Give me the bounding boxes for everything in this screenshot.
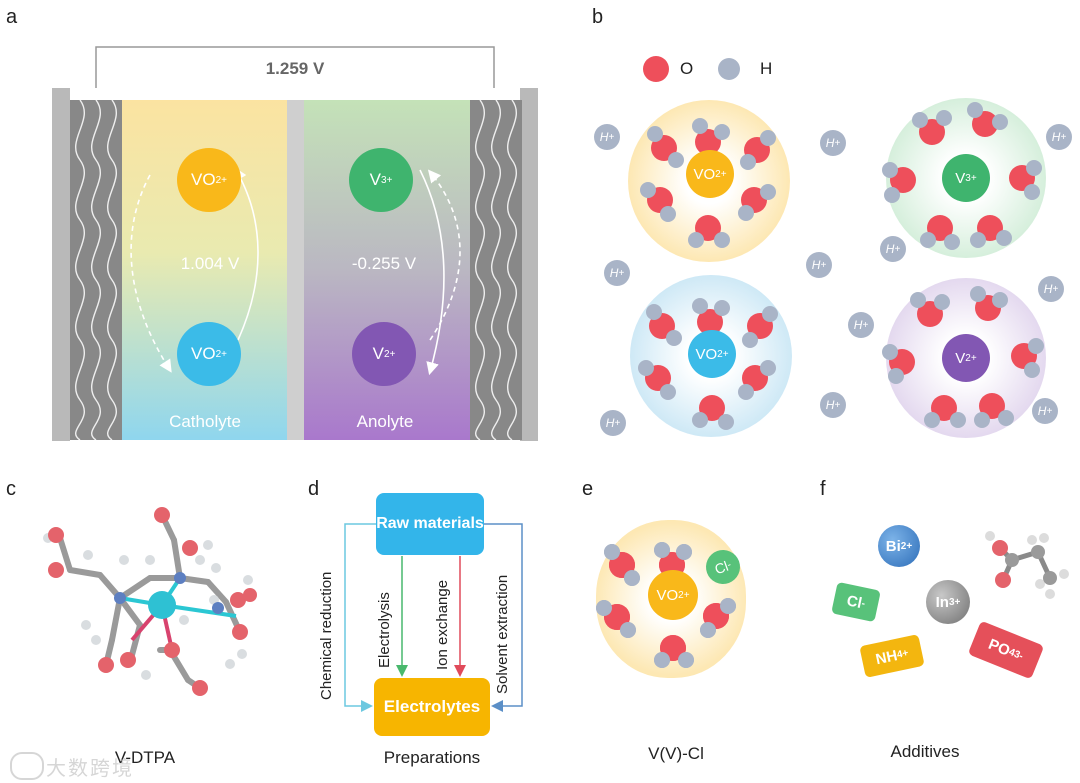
panel-label-a: a: [6, 6, 18, 28]
proton-icon: H+: [848, 312, 874, 338]
watermark: 大数跨境: [46, 758, 134, 780]
caption-d: Preparations: [383, 748, 481, 767]
current-collector-right: [520, 88, 538, 441]
current-collector-left: [52, 88, 70, 441]
oxygen-legend-label: O: [680, 59, 694, 78]
proton-icon: H+: [604, 260, 630, 286]
cell-voltage: 1.259 V: [265, 59, 325, 78]
panel-label-b: b: [592, 6, 604, 28]
proton-icon: H+: [1038, 276, 1064, 302]
proton-icon: H+: [1032, 398, 1058, 424]
catholyte-label: Catholyte: [169, 412, 241, 431]
panel-label-d: d: [308, 478, 320, 500]
anolyte-potential: -0.255 V: [351, 254, 417, 273]
watermark-logo-icon: [10, 752, 44, 780]
proton-icon: H+: [806, 252, 832, 278]
electrode-left: [70, 100, 122, 440]
membrane: [287, 100, 304, 440]
proton-icon: H+: [594, 124, 620, 150]
catholyte-potential: 1.004 V: [180, 254, 240, 273]
oxygen-legend-icon: [643, 56, 669, 82]
proton-icon: H+: [820, 392, 846, 418]
caption-f: Additives: [890, 742, 960, 761]
anolyte-label: Anolyte: [356, 412, 414, 431]
caption-e: V(V)-Cl: [648, 744, 704, 763]
caption-c: V-DTPA: [114, 748, 176, 767]
hydrogen-legend-icon: [718, 58, 740, 80]
raw-materials-box: Raw materials: [376, 493, 484, 555]
electrode-right: [470, 100, 522, 440]
proton-icon: H+: [880, 236, 906, 262]
proton-icon: H+: [1046, 124, 1072, 150]
panel-label-e: e: [582, 478, 594, 500]
electrolytes-box: Electrolytes: [374, 678, 490, 736]
hydrogen-legend-label: H: [760, 59, 773, 78]
proton-icon: H+: [820, 130, 846, 156]
panel-label-c: c: [6, 478, 16, 500]
panel-label-f: f: [820, 478, 826, 500]
proton-icon: H+: [600, 410, 626, 436]
